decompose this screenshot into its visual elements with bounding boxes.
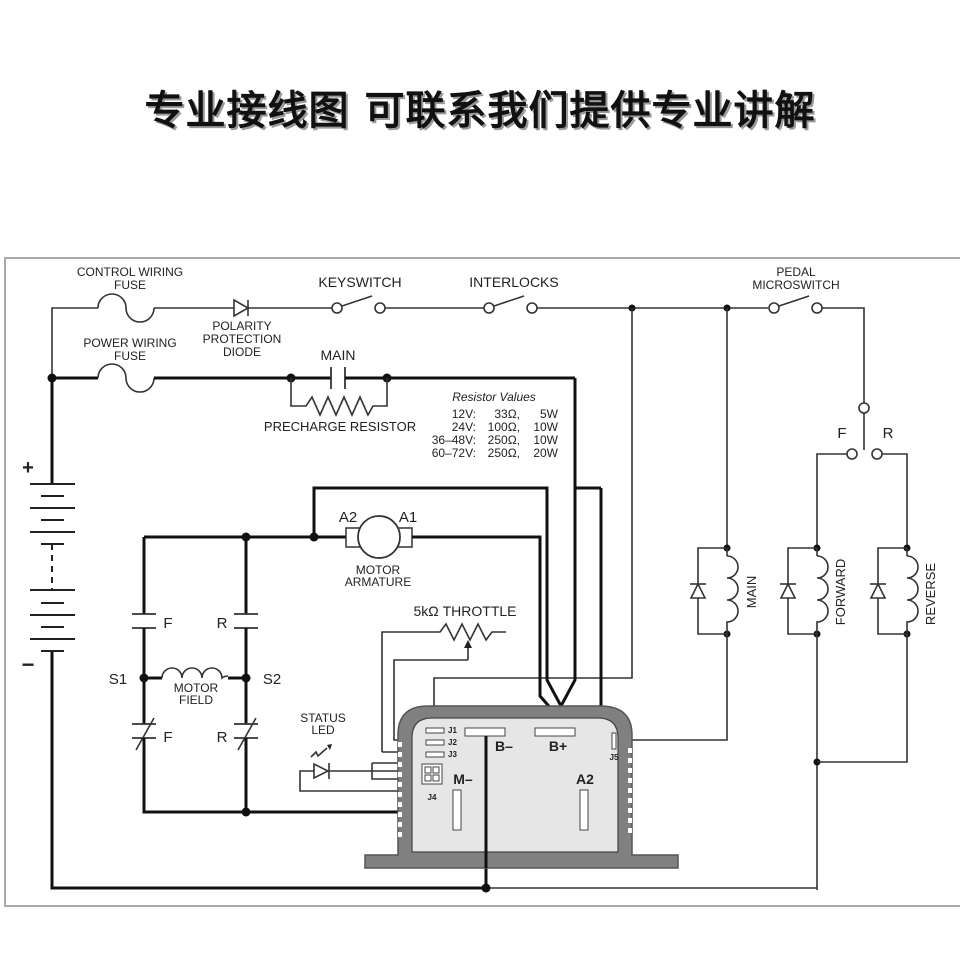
j1-label: J1 [448,726,457,735]
armature-label: MOTOR [356,563,401,577]
resistor-row-watts: 10W [533,433,558,447]
forward-coil-icon [816,555,829,634]
battery-minus-label: − [22,652,35,677]
power-fuse-label: POWER WIRING [83,336,176,350]
r-no-label: R [217,615,228,632]
power-fuse-label-2: FUSE [114,349,146,363]
diode-label-3: DIODE [223,345,261,359]
motor-armature-icon [345,515,413,559]
j4-label: J4 [428,793,437,802]
interlocks-label: INTERLOCKS [469,274,558,290]
a2-motor-label: A2 [339,509,357,526]
motor-field-icon [161,667,229,680]
m-minus-label: M– [453,771,473,787]
a1-motor-label: A1 [399,509,417,526]
s2-label: S2 [263,671,281,688]
j2-label: J2 [448,738,457,747]
j2-pin [425,739,445,746]
j3-label: J3 [448,750,457,759]
pedal-microswitch-icon [768,295,823,314]
coil-main [613,544,739,741]
armature-label-2: ARMATURE [345,575,411,589]
reverse-coil-icon [906,555,919,634]
battery-plus-label: + [22,457,34,479]
field-label-2: FIELD [179,693,213,707]
j5-label: J5 [610,753,619,762]
resistor-row-ohms: 33Ω, [494,407,520,421]
f-no-label: F [163,615,172,632]
control-fuse-icon [97,293,155,323]
keyswitch-icon [331,295,386,314]
resistor-values-table: Resistor Values 12V: 33Ω, 5W 24V: 100Ω, … [432,390,559,460]
resistor-row-ohms: 250Ω, [488,446,520,460]
banner-title: 专业接线图 可联系我们提供专业讲解 [144,88,816,134]
diode-label: POLARITY [212,319,271,333]
throttle-resistor-icon [381,622,506,752]
pedal-label: PEDAL [776,265,816,279]
a2-terminal [579,789,589,831]
polarity-diode-icon [233,298,250,318]
f-contact-no-icon [132,613,156,629]
main-contactor-icon [330,367,346,389]
motor-controller [364,705,679,869]
keyswitch-label: KEYSWITCH [318,274,401,290]
r-contact-no-icon [234,613,258,629]
fr-switch-f-label: F [837,425,846,442]
led-icon [313,762,330,780]
a2-controller-label: A2 [576,771,594,787]
diode-label-2: PROTECTION [203,332,282,346]
diagram-frame [4,257,960,907]
resistor-row-voltage: 60–72V: [432,446,476,460]
b-plus-terminal [534,727,576,737]
resistor-row-watts: 5W [540,407,559,421]
j5-pin [611,732,617,750]
s1-label: S1 [109,671,127,688]
coil-main-label: MAIN [744,576,759,609]
main-contactor-label: MAIN [321,347,356,363]
j4-connector [421,763,443,785]
r-nc-label: R [217,729,228,746]
led-label: STATUS [300,711,346,725]
interlocks-icon [483,295,538,314]
f-nc-label: F [163,729,172,746]
precharge-label: PRECHARGE RESISTOR [264,419,416,434]
power-circuit [47,363,817,893]
control-circuit [51,293,908,730]
coil-reverse [817,544,919,763]
b-minus-label: B– [495,738,513,754]
power-fuse-icon [97,363,155,393]
resistor-row-ohms: 100Ω, [488,420,520,434]
j3-pin [425,751,445,758]
resistor-table-title: Resistor Values [452,390,536,404]
pedal-label-2: MICROSWITCH [752,278,839,292]
fr-switch-r-label: R [883,425,894,442]
b-plus-label: B+ [549,738,567,754]
resistor-row-voltage: 24V: [452,420,476,434]
coil-forward-label: FORWARD [833,559,848,625]
battery-icon [30,378,75,652]
control-fuse-label: CONTROL WIRING [77,265,183,279]
throttle-label: 5kΩ THROTTLE [413,603,516,619]
resistor-row-voltage: 12V: [452,407,476,421]
resistor-row-watts: 20W [533,446,558,460]
m-minus-terminal [452,789,462,831]
coil-reverse-label: REVERSE [923,563,938,625]
main-coil-icon [726,555,739,634]
control-fuse-label-2: FUSE [114,278,146,292]
field-label: MOTOR [174,681,219,695]
led-label-2: LED [311,723,335,737]
resistor-row-watts: 10W [533,420,558,434]
direction-switch-icon [846,402,883,460]
precharge-resistor-icon [290,378,388,417]
b-minus-terminal [464,727,506,737]
coil-forward [779,544,829,890]
resistor-row-ohms: 250Ω, [488,433,520,447]
resistor-row-voltage: 36–48V: [432,433,476,447]
j1-pin [425,727,445,734]
